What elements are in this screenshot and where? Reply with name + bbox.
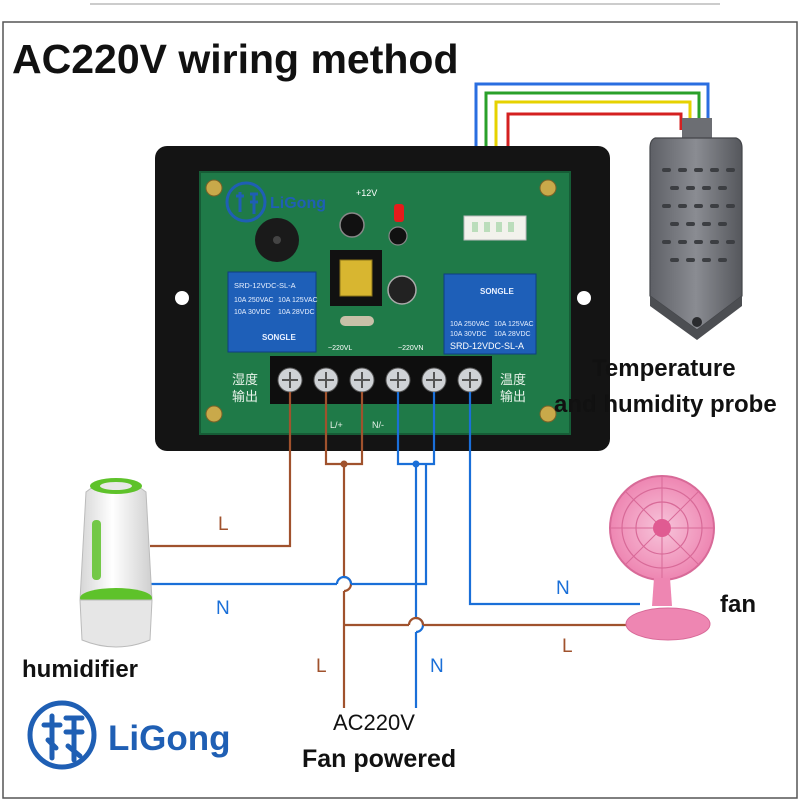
fan-neck (652, 578, 672, 606)
temperature-humidity-probe (649, 118, 743, 340)
capacitor-1 (339, 212, 365, 238)
relay-right: SONGLE 10A 250VAC 10A 125VAC 10A 30VDC 1… (443, 273, 537, 355)
svg-text:10A 30VDC: 10A 30VDC (234, 309, 271, 316)
label-source-fan-powered: Fan powered (302, 745, 456, 773)
terminal-label-left: ~220VL (328, 345, 352, 352)
label-fan-n: N (556, 578, 570, 599)
terminal-screws (277, 367, 483, 393)
label-humidifier: humidifier (22, 656, 138, 683)
label-probe-line1: Temperature (592, 355, 736, 382)
humidifier-body (79, 479, 153, 607)
label-humidifier-l: L (218, 514, 229, 535)
svg-text:SONGLE: SONGLE (262, 333, 296, 342)
svg-text:10A 250VAC: 10A 250VAC (234, 297, 274, 304)
wire-humidifier-live (150, 392, 292, 548)
fan-hub (653, 519, 671, 537)
board-logo: LiGong (225, 181, 326, 223)
controller-module: LiGong +12V SRD-12VDC-SL-A 10A 250VAC 10… (155, 146, 610, 451)
label-source-l: L (316, 656, 327, 677)
label-source-voltage: AC220V (333, 710, 415, 735)
brand-logo-icon (27, 700, 97, 770)
mount-hole-left (175, 291, 189, 305)
wiring (150, 392, 640, 708)
svg-text:10A 28VDC: 10A 28VDC (278, 309, 315, 316)
svg-text:10A 125VAC: 10A 125VAC (494, 321, 534, 328)
svg-text:10A 30VDC: 10A 30VDC (450, 331, 487, 338)
label-fan: fan (720, 591, 756, 618)
humidifier-window (92, 520, 101, 580)
led (394, 204, 404, 222)
pcb-screws (205, 179, 557, 423)
svg-text:10A 125VAC: 10A 125VAC (278, 297, 318, 304)
board-voltage-label: +12V (356, 188, 377, 198)
probe-vent-holes (662, 168, 735, 262)
probe-mount (650, 296, 742, 340)
mount-hole-right (577, 291, 591, 305)
label-source-n: N (430, 656, 444, 677)
label-fan-l: L (562, 636, 573, 657)
board-l-mark: L/+ (330, 420, 343, 430)
humidifier-base (79, 599, 153, 648)
probe-cap (682, 118, 712, 140)
board-logo-text: LiGong (270, 195, 326, 212)
page-title: AC220V wiring method (12, 36, 459, 82)
label-left-cn-2: 输出 (232, 389, 258, 404)
label-right-cn-1: 温度 (500, 372, 526, 387)
brand-logo-text: LiGong (108, 719, 230, 758)
svg-text:10A 28VDC: 10A 28VDC (494, 331, 531, 338)
fan (609, 475, 715, 641)
relay-right-model: SRD-12VDC-SL-A (450, 341, 524, 351)
fan-base (625, 607, 711, 641)
terminal-block (270, 356, 492, 404)
logo-icon (225, 181, 267, 223)
label-left-cn-1: 湿度 (232, 372, 258, 387)
wire-fan-neutral (468, 392, 640, 606)
svg-text:SONGLE: SONGLE (480, 287, 514, 296)
svg-text:10A 250VAC: 10A 250VAC (450, 321, 490, 328)
probe-body (649, 137, 743, 331)
terminal-label-right: ~220VN (398, 345, 424, 352)
capacitor-3 (387, 275, 417, 305)
relay-left-model: SRD-12VDC-SL-A (234, 281, 296, 290)
relay-left: SRD-12VDC-SL-A 10A 250VAC 10A 125VAC 10A… (227, 271, 318, 353)
brand-logo: LiGong (27, 700, 230, 770)
board-n-mark: N/- (372, 420, 384, 430)
capacitor-2 (388, 226, 408, 246)
label-probe-line2: and humidity probe (554, 391, 777, 418)
humidifier (79, 478, 153, 648)
label-humidifier-n: N (216, 598, 230, 619)
resistor (340, 316, 374, 326)
label-right-cn-2: 输出 (500, 389, 526, 404)
probe-mount-hole (692, 317, 702, 327)
frame-border (2, 21, 798, 799)
